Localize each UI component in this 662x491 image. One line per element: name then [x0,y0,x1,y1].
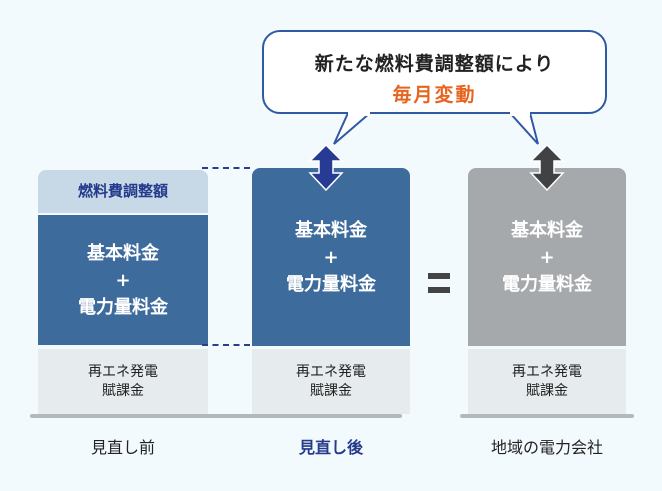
plus-sign: + [115,269,131,291]
baseline-right [460,414,634,418]
plus-sign: + [323,246,339,268]
caption-before: 見直し前 [90,438,155,457]
callout-highlight: 毎月変動 [392,84,477,106]
caption-after: 見直し後 [298,438,363,457]
surcharge-label-1: 再エネ発電 [296,363,366,380]
baseline-left [30,414,402,418]
dashed-connector-top [202,167,250,169]
energy-charge-label: 電力量料金 [78,296,168,318]
surcharge-label-1: 再エネ発電 [88,363,158,380]
surcharge-label-2: 賦課金 [102,382,144,399]
surcharge-label-2: 賦課金 [310,382,352,399]
callout-tails [333,112,539,145]
basic-charge-label: 基本料金 [87,242,159,264]
dashed-connector-bottom [202,344,250,346]
equals-sign [428,273,450,293]
energy-charge-label: 電力量料金 [286,273,376,295]
fuel-adjustment-block: 燃料費調整額 [38,170,208,213]
double-arrow-icon-dark [529,143,565,192]
plus-sign: + [539,246,555,268]
caption-local: 地域の電力会社 [490,438,603,457]
surcharge-label-1: 再エネ発電 [512,363,582,380]
double-arrow-icon-blue [308,143,344,192]
basic-charge-label: 基本料金 [511,219,583,241]
basic-charge-label: 基本料金 [295,219,367,241]
renewable-surcharge-block-after: 再エネ発電 賦課金 [252,349,410,414]
basic-charge-block-before: 基本料金 + 電力量料金 [38,215,208,345]
surcharge-label-2: 賦課金 [526,382,568,399]
basic-charge-block-local: 基本料金 + 電力量料金 [468,168,626,346]
renewable-surcharge-block-before: 再エネ発電 賦課金 [38,349,208,414]
basic-charge-block-after: 基本料金 + 電力量料金 [252,168,410,346]
callout-bubble: 新たな燃料費調整額により 毎月変動 [262,30,607,114]
energy-charge-label: 電力量料金 [502,273,592,295]
callout-text: 新たな燃料費調整額により [314,53,555,75]
renewable-surcharge-block-local: 再エネ発電 賦課金 [468,349,626,414]
